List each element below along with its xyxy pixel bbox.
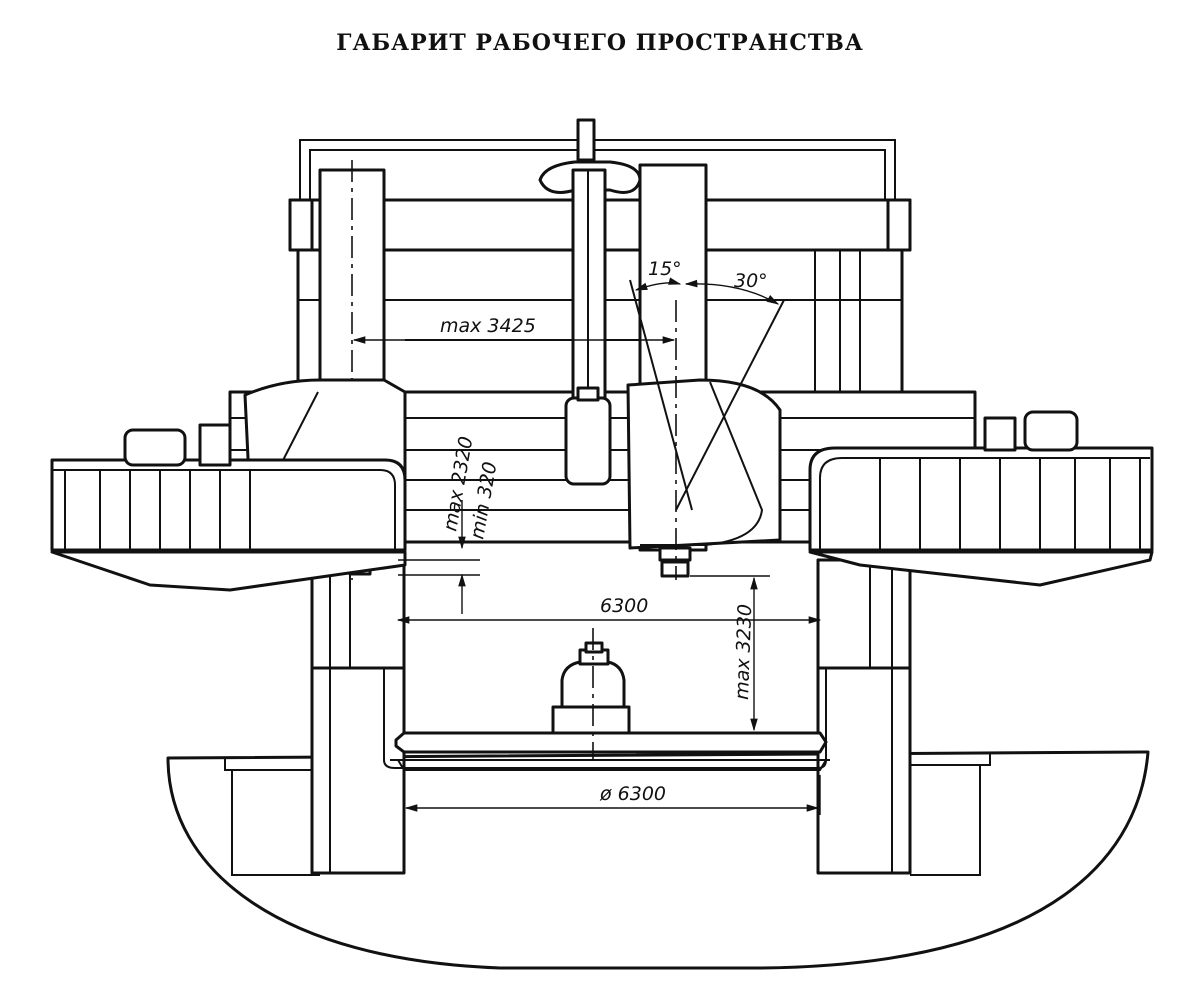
left-stand — [310, 563, 406, 875]
dim-width-6300: 6300 — [600, 595, 648, 617]
dim-angle-30: 30° — [734, 270, 768, 292]
dim-table-diameter: ø 6300 — [599, 783, 666, 805]
rotary-table — [390, 628, 830, 771]
dim-angle-15: 15° — [648, 258, 682, 280]
right-platform — [808, 410, 1154, 587]
top-guide — [538, 118, 642, 486]
dim-max-3425: max 3425 — [440, 315, 536, 337]
dim-max-3230: max 3230 — [731, 604, 756, 701]
left-platform — [50, 423, 407, 592]
table-trough — [383, 668, 827, 769]
foundation-base — [166, 750, 1150, 970]
right-stand — [816, 558, 912, 875]
angle-lines — [629, 277, 785, 511]
page-title: ГАБАРИТ РАБОЧЕГО ПРОСТРАНСТВА — [336, 30, 864, 56]
dimension-lines — [352, 336, 822, 815]
